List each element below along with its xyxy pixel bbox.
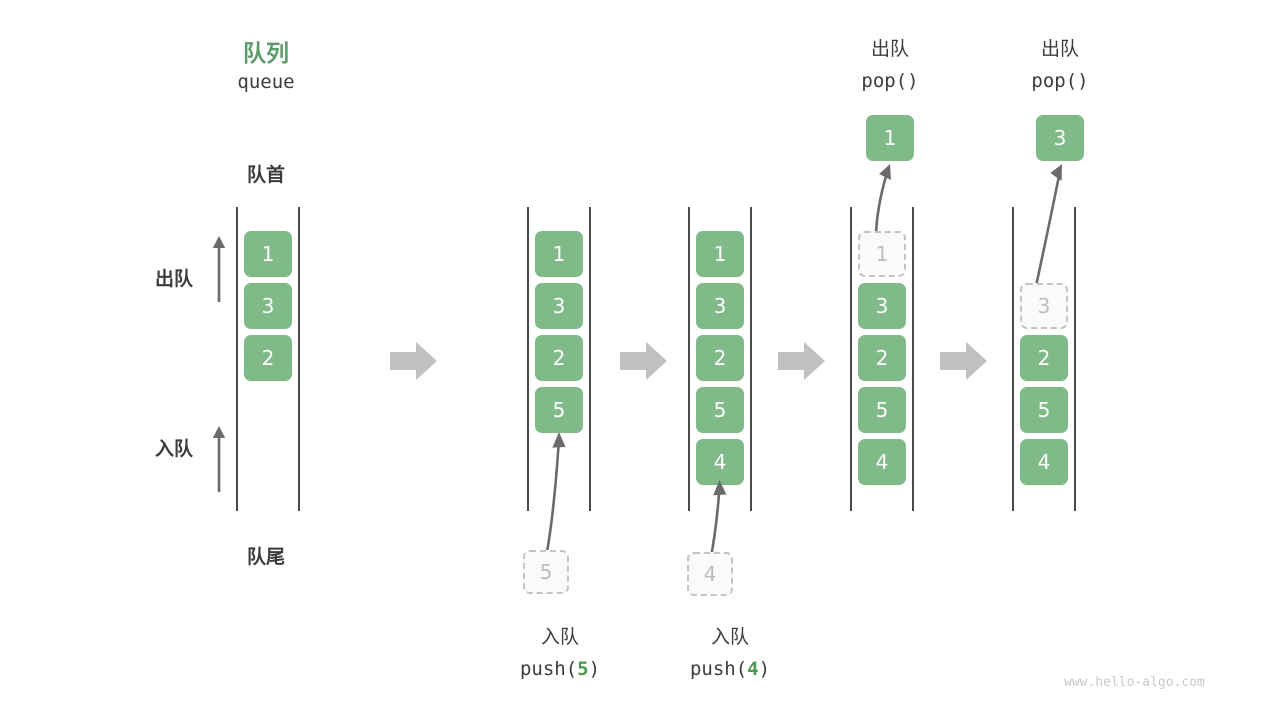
panel-pop-1: 1 3 2 5 4: [850, 207, 914, 511]
track-rail-left: [1012, 207, 1014, 511]
push-4-group: 4: [668, 470, 788, 630]
push-4-code-suffix: ): [758, 658, 771, 680]
incoming-ghost-cell: 5: [523, 550, 569, 594]
panel-push-5: 1 3 2 5: [527, 207, 591, 511]
dequeue-arrow-icon: [210, 232, 228, 304]
queue-cell: 5: [858, 387, 906, 433]
track-rail-right: [1074, 207, 1076, 511]
enqueue-direction-label: 入队: [154, 438, 193, 460]
push-5-code-num: 5: [577, 658, 589, 680]
enqueue-arrow-icon: [210, 422, 228, 494]
track-rail-right: [912, 207, 914, 511]
queue-cell: 3: [858, 283, 906, 329]
push-5-code-suffix: ): [588, 658, 601, 680]
queue-cell: 2: [858, 335, 906, 381]
transition-arrow: [620, 341, 668, 381]
queue-cell: 5: [696, 387, 744, 433]
push-5-label-code: push(5): [478, 658, 642, 680]
pop-arrow-icon: [874, 164, 891, 235]
queue-cell: 2: [1020, 335, 1068, 381]
push-4-label-code: push(4): [648, 658, 812, 680]
rear-label: 队尾: [246, 546, 285, 568]
push-5-group: 5: [500, 420, 620, 620]
queue-cell: 3: [535, 283, 583, 329]
push-4-code-prefix: push(: [689, 658, 748, 680]
track-rail-right: [298, 207, 300, 511]
transition-arrow: [940, 341, 988, 381]
panel-pop-3: 3 2 5 4: [1012, 207, 1076, 511]
popped-cell: 1: [866, 115, 914, 161]
queue-cell: 1: [535, 231, 583, 277]
transition-arrow: [778, 341, 826, 381]
track-rail-right: [589, 207, 591, 511]
queue-cell: 3: [696, 283, 744, 329]
transition-arrow: [390, 341, 438, 381]
queue-cell: 5: [1020, 387, 1068, 433]
pop-1-label-cn: 出队: [870, 38, 909, 60]
track-rail-left: [850, 207, 852, 511]
panel-initial: 1 3 2: [236, 207, 300, 511]
push-5-label-cn: 入队: [540, 626, 579, 648]
popped-cell: 3: [1036, 115, 1084, 161]
queue-cell-new: 4: [696, 439, 744, 485]
pop-3-label-code: pop(): [1031, 70, 1089, 92]
queue-cell: 1: [244, 231, 292, 277]
push-4-code-num: 4: [747, 658, 759, 680]
track-rail-left: [688, 207, 690, 511]
watermark: www.hello-algo.com: [1064, 675, 1205, 690]
incoming-ghost-cell: 4: [687, 552, 733, 596]
queue-cell: 2: [535, 335, 583, 381]
track-rail-left: [527, 207, 529, 511]
pop-arrow-icon: [1034, 164, 1062, 287]
push-5-code-prefix: push(: [519, 658, 578, 680]
dequeue-direction-label: 出队: [154, 268, 193, 290]
queue-cell: 2: [696, 335, 744, 381]
queue-title-cn: 队列: [243, 41, 289, 67]
queue-cell-new: 5: [535, 387, 583, 433]
queue-cell: 3: [244, 283, 292, 329]
front-label: 队首: [246, 164, 285, 186]
queue-cell: 2: [244, 335, 292, 381]
panel-push-4: 1 3 2 5 4: [688, 207, 752, 511]
queue-cell: 4: [1020, 439, 1068, 485]
queue-cell-removed: 3: [1020, 283, 1068, 329]
queue-title-en: queue: [237, 71, 295, 93]
queue-cell: 1: [696, 231, 744, 277]
push-arrow-icon: [545, 432, 566, 553]
track-rail-left: [236, 207, 238, 511]
queue-cell-removed: 1: [858, 231, 906, 277]
pop-3-label-cn: 出队: [1040, 38, 1079, 60]
push-4-label-cn: 入队: [710, 626, 749, 648]
queue-cell: 4: [858, 439, 906, 485]
pop-1-label-code: pop(): [861, 70, 919, 92]
track-rail-right: [750, 207, 752, 511]
